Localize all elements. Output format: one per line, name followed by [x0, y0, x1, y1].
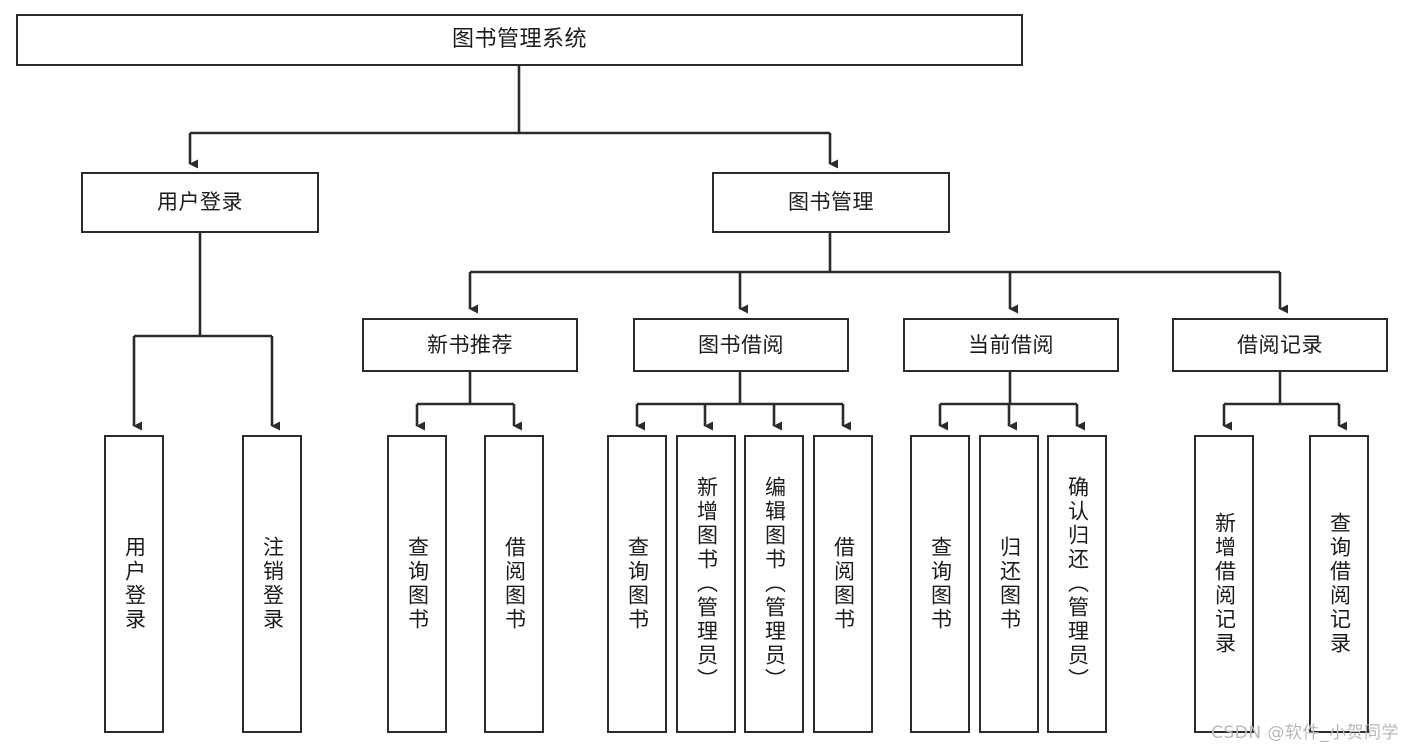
node-leaf-query-book-2[interactable]: 查询图书	[607, 435, 667, 733]
node-leaf-query-book-2-label: 查询图书	[625, 536, 650, 632]
node-book-manage-label: 图书管理	[788, 190, 874, 215]
node-leaf-confirm-return-label: 确认归还（管理员）	[1065, 476, 1090, 692]
node-leaf-return-book[interactable]: 归还图书	[979, 435, 1039, 733]
node-leaf-query-book-1-label: 查询图书	[405, 536, 430, 632]
node-root-label: 图书管理系统	[451, 27, 587, 53]
node-new-book-recommend[interactable]: 新书推荐	[362, 318, 578, 372]
node-leaf-edit-book-label: 编辑图书（管理员）	[762, 476, 787, 692]
node-leaf-borrow-book-2[interactable]: 借阅图书	[813, 435, 873, 733]
node-leaf-borrow-book-2-label: 借阅图书	[831, 536, 856, 632]
node-leaf-add-record-label: 新增借阅记录	[1212, 512, 1237, 656]
node-borrow-record[interactable]: 借阅记录	[1172, 318, 1388, 372]
node-leaf-confirm-return[interactable]: 确认归还（管理员）	[1047, 435, 1107, 733]
node-leaf-user-login[interactable]: 用户登录	[104, 435, 164, 733]
node-leaf-return-book-label: 归还图书	[997, 536, 1022, 632]
node-leaf-user-login-label: 用户登录	[122, 536, 147, 632]
node-borrow-record-label: 借阅记录	[1237, 332, 1323, 357]
node-book-manage[interactable]: 图书管理	[712, 172, 950, 233]
node-leaf-query-book-1[interactable]: 查询图书	[387, 435, 447, 733]
node-leaf-edit-book[interactable]: 编辑图书（管理员）	[744, 435, 804, 733]
node-leaf-add-book-label: 新增图书（管理员）	[694, 476, 719, 692]
node-current-borrow[interactable]: 当前借阅	[903, 318, 1119, 372]
node-leaf-query-book-3-label: 查询图书	[928, 536, 953, 632]
node-current-borrow-label: 当前借阅	[968, 332, 1054, 357]
node-leaf-borrow-book-1-label: 借阅图书	[502, 536, 527, 632]
node-leaf-add-book[interactable]: 新增图书（管理员）	[676, 435, 736, 733]
node-book-borrow[interactable]: 图书借阅	[633, 318, 849, 372]
node-user-login-label: 用户登录	[157, 190, 243, 215]
node-user-login[interactable]: 用户登录	[81, 172, 319, 233]
node-leaf-query-book-3[interactable]: 查询图书	[910, 435, 970, 733]
node-new-book-recommend-label: 新书推荐	[427, 332, 513, 357]
csdn-watermark: CSDN @软件_小贺同学	[1211, 723, 1399, 743]
node-leaf-user-logout-label: 注销登录	[260, 536, 285, 632]
node-leaf-query-record[interactable]: 查询借阅记录	[1309, 435, 1369, 733]
node-leaf-borrow-book-1[interactable]: 借阅图书	[484, 435, 544, 733]
node-book-borrow-label: 图书借阅	[698, 332, 784, 357]
node-root[interactable]: 图书管理系统	[16, 14, 1023, 66]
node-leaf-query-record-label: 查询借阅记录	[1327, 512, 1352, 656]
node-leaf-user-logout[interactable]: 注销登录	[242, 435, 302, 733]
node-leaf-add-record[interactable]: 新增借阅记录	[1194, 435, 1254, 733]
